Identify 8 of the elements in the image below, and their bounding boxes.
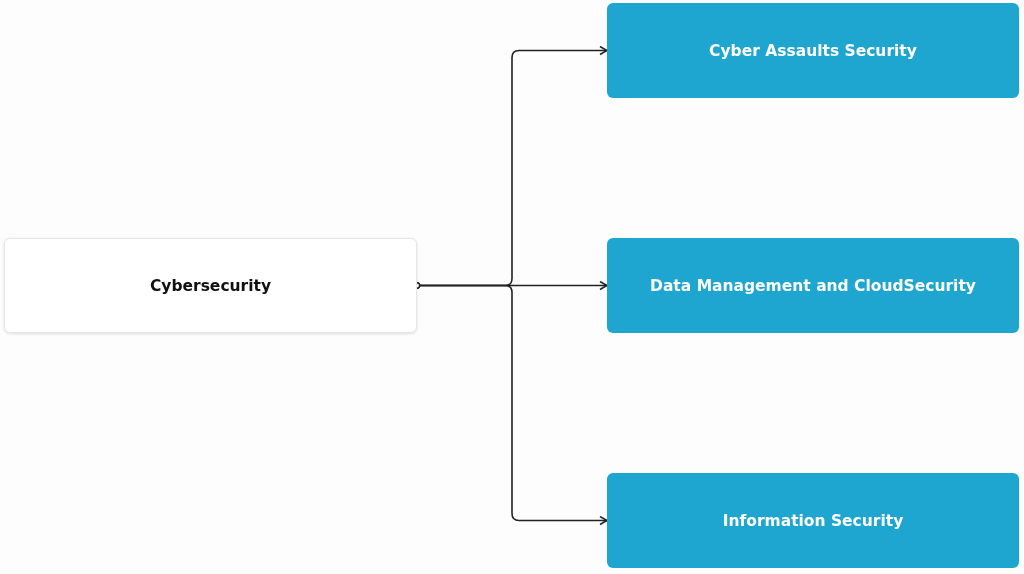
box-label: Information Security	[721, 511, 905, 530]
box-label: Cyber Assaults Security	[708, 41, 918, 60]
subtopic-box	[607, 473, 1019, 568]
box-label: Data Management and CloudSecurity	[649, 276, 977, 295]
box-label: Cybersecurity	[148, 276, 273, 295]
topic-box	[4, 238, 417, 333]
subtopic-box	[607, 3, 1019, 98]
subtopic-box	[607, 238, 1019, 333]
